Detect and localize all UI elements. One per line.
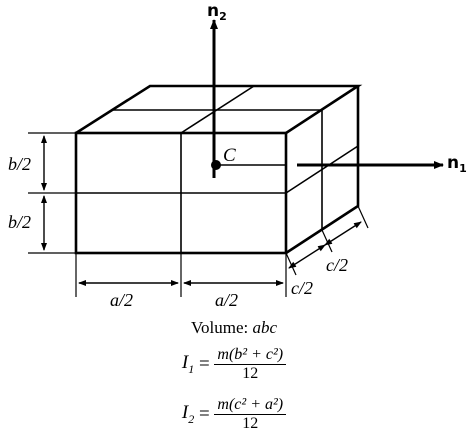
inertia-i2-formula: I2 = m(c² + a²)12 — [0, 396, 468, 433]
inertia-i1-formula: I1 = m(b² + c²)12 — [0, 346, 468, 383]
i1-numerator: m(b² + c²) — [214, 346, 287, 365]
center-label: C — [223, 145, 236, 166]
center-point — [211, 160, 221, 170]
i1-denominator: 12 — [242, 365, 259, 382]
i2-denominator: 12 — [242, 415, 259, 432]
b-dimension — [28, 132, 76, 254]
n2-label: n2 — [207, 1, 227, 23]
box-right-face — [285, 86, 360, 255]
n1-axis: n1 — [214, 153, 467, 175]
c-dimension — [285, 205, 369, 276]
a-half-right-label: a/2 — [215, 290, 238, 310]
box-front-face — [74, 131, 288, 255]
b-half-bottom-label: b/2 — [8, 212, 31, 232]
a-dimension — [75, 253, 287, 297]
n2-axis: n2 — [207, 1, 227, 178]
volume-expr: abc — [252, 318, 278, 337]
c-half-back-label: c/2 — [326, 255, 348, 275]
i2-numerator: m(c² + a²) — [214, 396, 287, 415]
n1-label: n1 — [447, 153, 467, 175]
b-half-top-label: b/2 — [8, 154, 31, 174]
i2-fraction: m(c² + a²)12 — [214, 396, 287, 433]
a-half-left-label: a/2 — [110, 290, 133, 310]
i1-fraction: m(b² + c²)12 — [214, 346, 287, 383]
i1-lhs: I1 — [181, 352, 195, 376]
box-top-face — [75, 84, 363, 135]
i1-equals: = — [194, 353, 215, 375]
c-half-front-label: c/2 — [291, 278, 313, 298]
volume-text: Volume: abc — [0, 318, 468, 338]
volume-prefix: Volume: — [190, 318, 253, 337]
i2-lhs: I2 — [181, 402, 195, 426]
i2-equals: = — [194, 403, 215, 425]
